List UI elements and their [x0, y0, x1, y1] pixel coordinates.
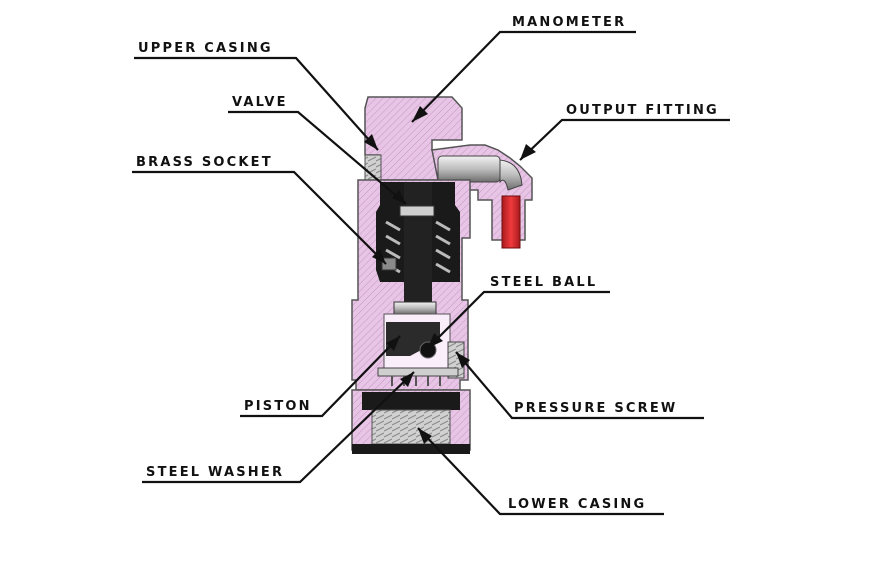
- valve-top: [399, 205, 435, 217]
- label-lower-casing-group: LOWER CASING: [417, 427, 664, 516]
- label-piston-group: PISTON: [240, 335, 401, 418]
- device-body: [351, 96, 533, 454]
- label-manometer: MANOMETER: [512, 15, 626, 30]
- label-manometer-group: MANOMETER: [411, 15, 636, 123]
- label-steel-ball: STEEL BALL: [490, 275, 597, 290]
- output-fitting-elbow: [499, 159, 523, 191]
- label-steel-washer-group: STEEL WASHER: [142, 371, 415, 484]
- label-pressure-screw: PRESSURE SCREW: [514, 401, 677, 416]
- label-upper-casing-group: UPPER CASING: [134, 41, 379, 151]
- lower-inner-dark: [362, 392, 460, 410]
- brass-socket-shape: [381, 257, 397, 271]
- lower-casing-base: [352, 444, 470, 454]
- label-piston: PISTON: [244, 399, 312, 414]
- label-valve-group: VALVE: [228, 95, 407, 205]
- label-output-fitting-group: OUTPUT FITTING: [519, 103, 730, 161]
- label-output-fitting: OUTPUT FITTING: [566, 103, 719, 118]
- label-lower-casing: LOWER CASING: [508, 497, 646, 512]
- lower-inner-thread: [371, 409, 451, 445]
- piston-dark: [386, 322, 440, 356]
- label-brass-socket: BRASS SOCKET: [136, 155, 273, 170]
- red-output-tube: [501, 195, 521, 249]
- label-upper-casing: UPPER CASING: [138, 41, 273, 56]
- label-valve: VALVE: [232, 95, 288, 110]
- label-pressure-screw-group: PRESSURE SCREW: [455, 351, 704, 420]
- label-steel-ball-group: STEEL BALL: [427, 275, 610, 349]
- label-brass-socket-group: BRASS SOCKET: [132, 155, 387, 265]
- piston-shape: [393, 301, 437, 315]
- output-fitting-tube: [437, 155, 501, 183]
- label-steel-washer: STEEL WASHER: [146, 465, 284, 480]
- spring-right: [435, 220, 451, 274]
- steel-washer-shape: [377, 367, 459, 377]
- valve-stem: [404, 182, 432, 302]
